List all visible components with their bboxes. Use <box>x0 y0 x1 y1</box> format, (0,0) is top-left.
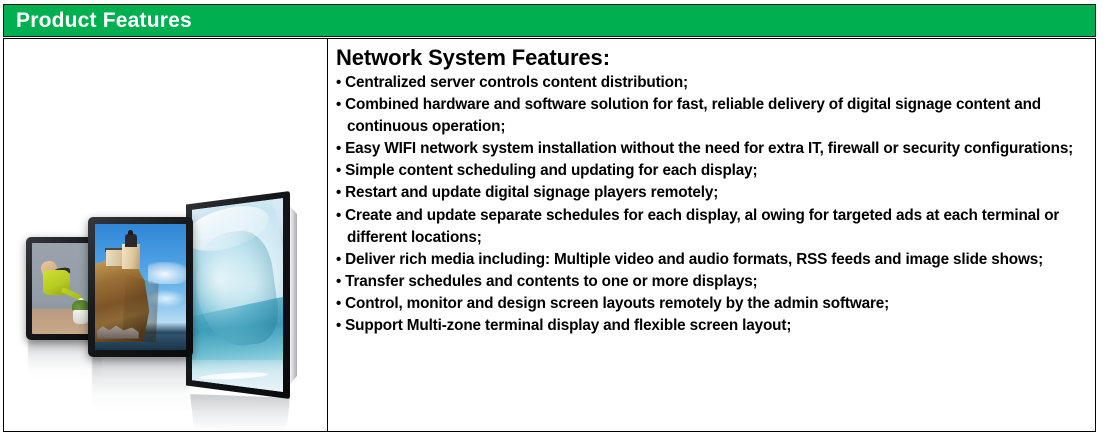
keeper-house-roof <box>105 247 127 253</box>
display-stage <box>4 39 327 431</box>
feature-item: • Control, monitor and design screen lay… <box>336 293 1085 315</box>
plant-pot <box>72 310 89 324</box>
feature-item: • Easy WIFI network system installation … <box>336 138 1085 160</box>
large-display-screen <box>192 198 283 392</box>
cloud-lower <box>147 289 185 308</box>
keeper-house <box>105 250 126 266</box>
lighthouse-image <box>95 224 186 350</box>
lighthouse-tower <box>122 244 141 270</box>
bullet-icon: • <box>336 162 346 180</box>
feature-item-label: Centralized server controls content dist… <box>345 73 688 91</box>
bullet-icon: • <box>336 295 346 313</box>
section-header-bar: Product Features <box>3 4 1096 37</box>
cloud-upper <box>147 261 186 285</box>
bullet-icon: • <box>336 95 346 113</box>
medium-display <box>88 217 193 357</box>
small-display <box>26 237 104 340</box>
feature-item-label: Easy WIFI network system installation wi… <box>345 140 1074 158</box>
ocean-wave-image <box>192 198 283 392</box>
feature-item: • Combined hardware and software solutio… <box>336 94 1085 138</box>
feature-item: • Deliver rich media including: Multiple… <box>336 249 1085 271</box>
features-table: Network System Features: • Centralized s… <box>3 38 1096 432</box>
feature-item-label: Transfer schedules and contents to one o… <box>345 273 758 291</box>
feature-item: • Centralized server controls content di… <box>336 72 1085 94</box>
feature-item-label: Deliver rich media including: Multiple v… <box>345 250 1044 268</box>
bullet-icon: • <box>336 250 346 268</box>
plant-foliage <box>71 300 91 314</box>
feature-item: • Simple content scheduling and updating… <box>336 160 1085 182</box>
features-text-cell: Network System Features: • Centralized s… <box>328 39 1095 431</box>
lighthouse-lantern-room <box>125 234 137 247</box>
features-heading: Network System Features: <box>336 45 610 70</box>
lighthouse-cap <box>127 230 134 236</box>
feature-item-label: Restart and update digital signage playe… <box>345 184 719 202</box>
feature-item: • Create and update separate schedules f… <box>336 205 1085 249</box>
large-display <box>186 191 297 399</box>
large-display-side-edge <box>286 201 297 389</box>
feature-item-label: Simple content scheduling and updating f… <box>345 162 758 180</box>
bullet-icon: • <box>336 184 346 202</box>
watering-can-image <box>32 243 98 334</box>
bullet-icon: • <box>336 273 346 291</box>
large-display-reflection <box>190 394 290 431</box>
bullet-icon: • <box>336 140 346 158</box>
page-title: Product Features <box>16 9 192 32</box>
bullet-icon: • <box>336 206 346 224</box>
medium-display-reflection <box>92 357 190 411</box>
feature-item: • Transfer schedules and contents to one… <box>336 271 1085 293</box>
feature-item-label: Control, monitor and design screen layou… <box>345 295 890 313</box>
feature-item: • Support Multi-zone terminal display an… <box>336 315 1085 337</box>
feature-item-label: Combined hardware and software solution … <box>345 95 1041 135</box>
feature-item-label: Support Multi-zone terminal display and … <box>345 317 792 335</box>
feature-item: • Restart and update digital signage pla… <box>336 182 1085 204</box>
feature-item-label: Create and update separate schedules for… <box>345 206 1060 246</box>
bullet-icon: • <box>336 73 346 91</box>
medium-display-screen <box>95 224 186 350</box>
product-image-cell <box>4 39 328 431</box>
bullet-icon: • <box>336 317 346 335</box>
small-display-screen <box>32 243 98 334</box>
features-list: • Centralized server controls content di… <box>336 72 1085 338</box>
